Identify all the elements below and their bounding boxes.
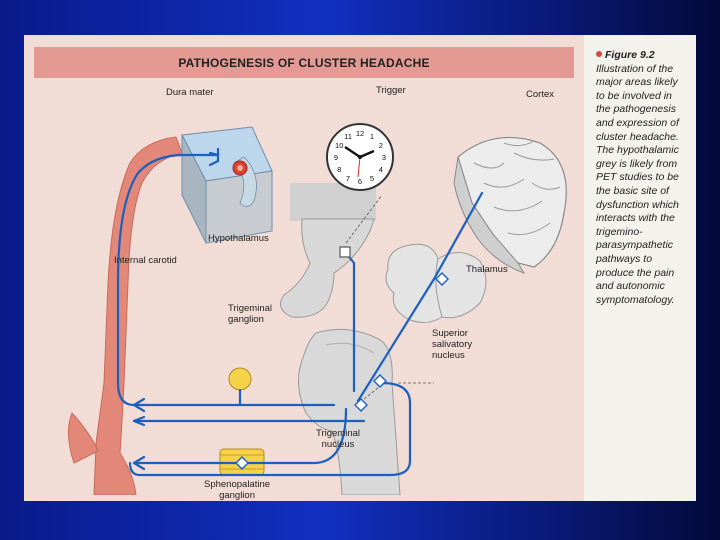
label-ssn-line2: salivatory [432,339,473,350]
caption-line: and autonomic [596,280,665,293]
caption-line: produce the pain [596,266,675,279]
label-hypothalamus: Hypothalamus [208,233,269,244]
label-trigger: Trigger [376,85,406,96]
synapse-markers [235,246,449,470]
clock-number: 8 [337,165,341,174]
caption-line: and expression of [596,116,679,129]
clock-number: 7 [346,174,350,183]
caption-line: PET studies to be [596,171,679,184]
hypothalamus-shape [279,183,376,318]
caption-line: major areas likely [596,76,678,89]
dura-mater-block [181,126,273,244]
label-ssn-line3: nucleus [432,350,465,361]
label-internal-carotid: Internal carotid [114,255,177,266]
clock-number: 11 [344,132,352,141]
label-spg-line2: ganglion [219,490,255,501]
cortex-shape [453,136,567,274]
figure-number-text: Figure 9.2 [605,49,655,61]
caption-line: grey is likely from [596,157,678,170]
thalamus-shape [385,243,487,323]
caption-line: Illustration of the [596,62,674,75]
clock-number: 5 [370,174,374,183]
nerve-pathways [116,147,484,477]
caption-line: the basic site of [596,184,669,197]
label-trigeminal-nucleus: Trigeminal nucleus [316,428,360,450]
clock-number: 6 [358,177,362,186]
label-superior-salivatory-nucleus: Superior salivatory nucleus [432,328,472,361]
slide: PATHOGENESIS OF CLUSTER HEADACHE [24,35,696,501]
caption-line: cluster headache. [596,130,679,143]
clock-number: 12 [356,129,364,138]
label-trigeminal-nucleus-line1: Trigeminal [316,428,360,439]
caption-line: to be involved in [596,89,672,102]
trigeminal-ganglion-shape [228,367,252,391]
caption-line: the pathogenesis [596,103,676,116]
internal-carotid-artery [93,136,183,496]
label-ssn-line1: Superior [432,328,468,339]
label-sphenopalatine-ganglion: Sphenopalatine ganglion [204,479,270,501]
clock-number: 1 [370,132,374,141]
clock-number: 10 [335,141,343,150]
caption-line: interacts with the [596,212,675,225]
label-dura-mater: Dura mater [166,87,214,98]
label-trigeminal-ganglion-line1: Trigeminal [228,303,272,314]
clock-number: 3 [382,153,386,162]
caption-line: pathways to [596,252,653,265]
title-bar: PATHOGENESIS OF CLUSTER HEADACHE [34,47,574,78]
brainstem-shape [298,328,401,496]
label-thalamus: Thalamus [466,264,508,275]
caption-line: dysfunction which [596,198,679,211]
figure-number: Figure 9.2 [596,49,694,63]
label-spg-line1: Sphenopalatine [204,479,271,490]
label-trigeminal-nucleus-line2: nucleus [321,439,355,450]
figure-panel: PATHOGENESIS OF CLUSTER HEADACHE [24,35,584,501]
label-trigeminal-ganglion-line2: ganglion [228,314,264,325]
label-cortex: Cortex [526,89,554,100]
clock-number: 2 [379,141,383,150]
caption-line: trigemino- [596,225,643,238]
figure-title: PATHOGENESIS OF CLUSTER HEADACHE [178,55,430,70]
figure-bullet-dot [596,51,602,57]
clock-number: 4 [379,165,383,174]
clock-number: 9 [334,153,338,162]
caption-line: The hypothalamic [596,144,679,157]
artery-branch [68,412,99,464]
caption-line: parasympathetic [596,239,674,252]
caption-line: symptomatology. [596,293,675,306]
label-trigeminal-ganglion: Trigeminal ganglion [228,303,272,325]
